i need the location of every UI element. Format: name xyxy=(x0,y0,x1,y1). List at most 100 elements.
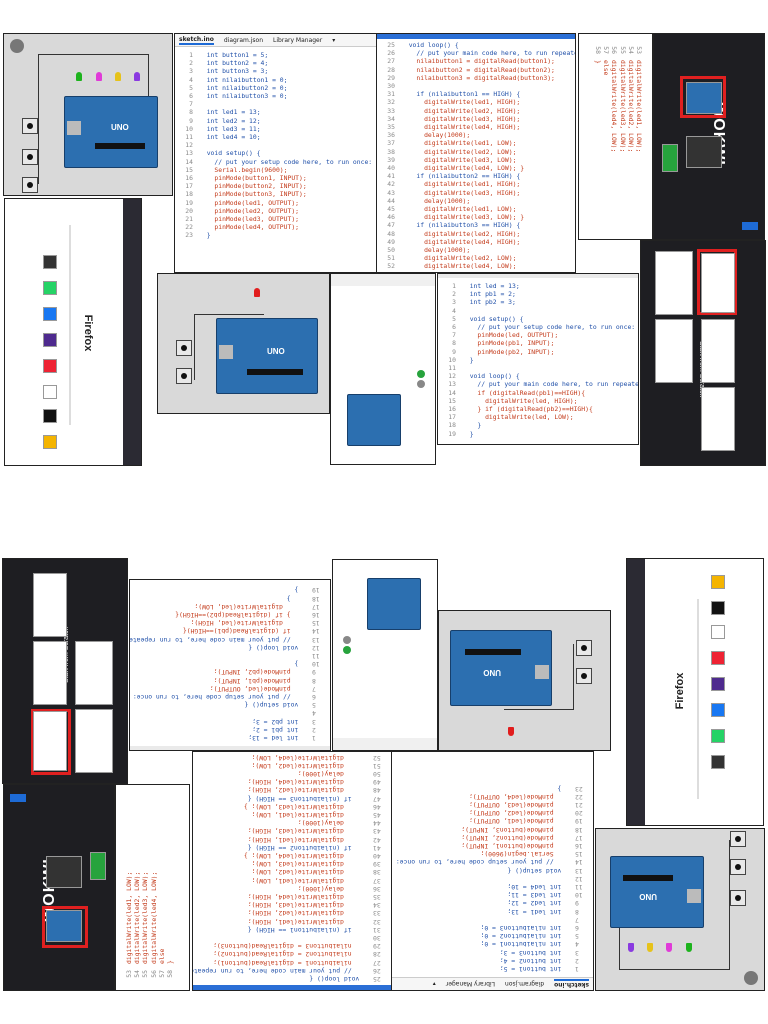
code-text: int led3 = 11; xyxy=(507,891,569,900)
shortcut-tile[interactable] xyxy=(711,677,725,691)
code-text: if (digitalRead(pb1)==HIGH){ xyxy=(182,627,306,636)
code-line: 23 } xyxy=(396,784,589,793)
tab-library-manager[interactable]: Library Manager xyxy=(445,980,495,988)
template-card[interactable] xyxy=(33,641,67,705)
code-lines[interactable]: 1 int led = 13;2 int pb1 = 2;3 int pb2 =… xyxy=(438,278,638,438)
selected-project-highlight xyxy=(680,76,726,118)
shortcut-tile[interactable] xyxy=(711,625,725,639)
line-number: 30 xyxy=(387,82,395,91)
sign-in-button[interactable] xyxy=(10,794,26,802)
line-number: 1 xyxy=(575,965,579,973)
arduino-uno-board[interactable]: UNO xyxy=(216,318,318,394)
play-icon[interactable] xyxy=(417,370,425,378)
settings-icon[interactable] xyxy=(417,380,425,388)
project-card[interactable] xyxy=(46,910,82,942)
push-button[interactable] xyxy=(730,859,746,875)
shortcut-tile[interactable] xyxy=(43,385,57,399)
push-button[interactable] xyxy=(730,890,746,906)
code-text: if (nilaibutton3 == HIGH) { xyxy=(401,221,521,230)
arduino-uno-board[interactable]: UNO xyxy=(450,630,552,706)
code-line: 2 int button2 = 4; xyxy=(396,957,589,965)
shortcut-tile[interactable] xyxy=(43,359,57,373)
push-button[interactable] xyxy=(22,118,38,134)
arduino-uno-board[interactable]: UNO xyxy=(610,856,704,928)
arduino-uno-board[interactable]: UNO xyxy=(64,96,158,168)
tab-diagram[interactable]: diagram.json xyxy=(223,36,264,44)
line-number: 9 xyxy=(312,668,316,677)
code-lines[interactable]: 1 int led = 13;2 int pb1 = 2;3 int pb2 =… xyxy=(129,586,330,746)
shortcut-tile[interactable] xyxy=(711,755,725,769)
line-number: 7 xyxy=(189,100,193,109)
shortcut-tile[interactable] xyxy=(43,307,57,321)
line-number: 50 xyxy=(373,769,381,778)
project-card[interactable] xyxy=(90,852,106,880)
template-card[interactable] xyxy=(75,709,113,773)
push-button[interactable] xyxy=(22,177,38,193)
template-card[interactable] xyxy=(655,251,693,315)
shortcut-tile[interactable] xyxy=(711,651,725,665)
play-icon[interactable] xyxy=(343,646,351,654)
code-lines[interactable]: 1 int button1 = 5;2 int button2 = 4;3 in… xyxy=(175,47,376,240)
project-card[interactable] xyxy=(686,82,722,114)
push-button[interactable] xyxy=(176,368,192,384)
code-lines[interactable]: 25 void loop() {26 // put your main code… xyxy=(192,753,391,985)
line-number: 51 xyxy=(373,761,381,770)
code-strip-rotated: 53digitalWrite(led1, LOW);54digitalWrite… xyxy=(115,784,190,991)
shortcut-tile[interactable] xyxy=(711,575,725,589)
code-line: 8 pinMode(pb1, INPUT); xyxy=(134,676,326,685)
shortcut-tile[interactable] xyxy=(43,435,57,449)
shortcut-tile[interactable] xyxy=(43,333,57,347)
line-number: 14 xyxy=(312,627,320,636)
code-editor-loop: 25 void loop() {26 // put your main code… xyxy=(192,751,392,991)
shortcut-tile[interactable] xyxy=(711,703,725,717)
chevron-down-icon[interactable]: ▾ xyxy=(332,36,336,44)
template-card[interactable] xyxy=(655,319,693,383)
shortcut-tile[interactable] xyxy=(711,729,725,743)
tab-library-manager[interactable]: Library Manager xyxy=(273,36,323,44)
push-button[interactable] xyxy=(730,831,746,847)
line-number: 47 xyxy=(387,221,395,230)
line-number: 7 xyxy=(452,331,456,340)
info-icon[interactable] xyxy=(10,39,24,53)
template-card[interactable] xyxy=(75,641,113,705)
shortcut-tile[interactable] xyxy=(43,281,57,295)
code-lines[interactable]: 1 int button1 = 5;2 int button2 = 4;3 in… xyxy=(392,784,593,977)
project-card[interactable] xyxy=(686,136,722,168)
wokwi-simulator-view xyxy=(332,559,438,751)
template-card[interactable] xyxy=(701,319,735,383)
code-line: 21 pinMode(led3, OUTPUT); xyxy=(179,215,372,223)
push-button[interactable] xyxy=(576,640,592,656)
arduino-uno-board[interactable] xyxy=(347,394,401,446)
project-card[interactable] xyxy=(46,856,82,888)
template-card[interactable] xyxy=(33,573,67,637)
template-card[interactable] xyxy=(701,387,735,451)
tab-sketch[interactable]: sketch.ino xyxy=(179,35,214,45)
push-button[interactable] xyxy=(576,668,592,684)
code-text: digitalWrite(led3, HIGH); xyxy=(247,901,367,910)
push-button[interactable] xyxy=(22,149,38,165)
settings-icon[interactable] xyxy=(343,636,351,644)
tab-diagram[interactable]: diagram.json xyxy=(504,980,545,988)
line-number: 43 xyxy=(373,827,381,836)
tab-sketch[interactable]: sketch.ino xyxy=(554,979,589,989)
template-card[interactable] xyxy=(701,253,735,313)
code-text: pinMode(button1, INPUT); xyxy=(199,174,307,183)
code-lines[interactable]: 25 void loop() {26 // put your main code… xyxy=(377,39,575,271)
code-line: 47 if (nilaibutton3 == HIGH) { xyxy=(197,794,387,803)
arduino-uno-board[interactable] xyxy=(367,578,421,630)
code-line: 6 int nilaibutton3 = 0; xyxy=(179,92,372,100)
shortcut-tile[interactable] xyxy=(43,255,57,269)
project-card[interactable] xyxy=(662,144,678,172)
code-line: 55digitalWrite(led3, LOW); xyxy=(618,40,627,232)
sign-in-button[interactable] xyxy=(742,222,758,230)
shortcut-tile[interactable] xyxy=(43,409,57,423)
info-icon[interactable] xyxy=(744,971,758,985)
chevron-down-icon[interactable]: ▾ xyxy=(432,980,436,988)
code-text: digitalWrite(led3, HIGH); xyxy=(247,827,367,836)
line-number: 39 xyxy=(387,155,395,164)
push-button[interactable] xyxy=(176,340,192,356)
shortcut-tile[interactable] xyxy=(711,601,725,615)
code-text: digitalWrite(led4, LOW); xyxy=(251,753,367,762)
board-label: UNO xyxy=(267,347,285,356)
template-card[interactable] xyxy=(33,711,67,771)
